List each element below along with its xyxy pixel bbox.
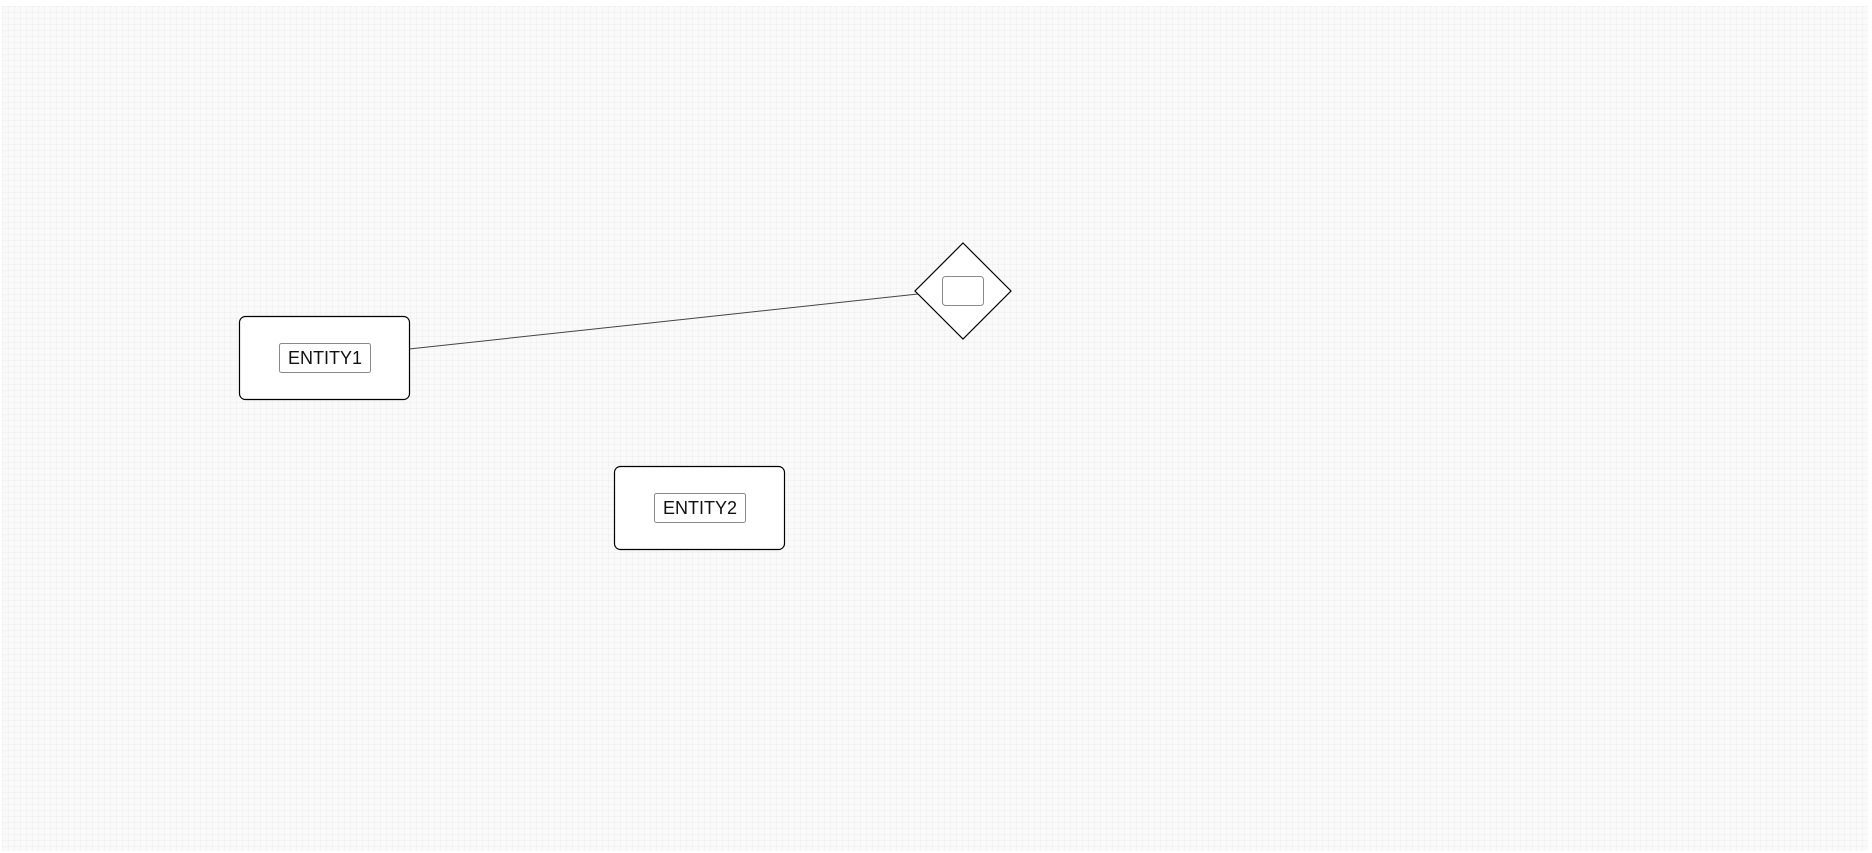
- entity2-label-box[interactable]: [654, 493, 746, 523]
- relationship1-label-box[interactable]: [942, 276, 984, 306]
- entity1-label-box[interactable]: [279, 343, 371, 373]
- relationship-relationship1[interactable]: [914, 242, 1012, 340]
- connector-entity1-relationship1[interactable]: [408, 293, 919, 350]
- entity-entity1[interactable]: ENTITY1: [238, 315, 411, 401]
- diagram-canvas[interactable]: ENTITY1 ENTITY2: [2, 6, 1868, 851]
- diagram-svg: ENTITY1 ENTITY2: [238, 242, 1012, 551]
- entity1-label: ENTITY1: [288, 348, 362, 368]
- entity2-label: ENTITY2: [663, 498, 737, 518]
- entity-entity2[interactable]: ENTITY2: [613, 465, 786, 551]
